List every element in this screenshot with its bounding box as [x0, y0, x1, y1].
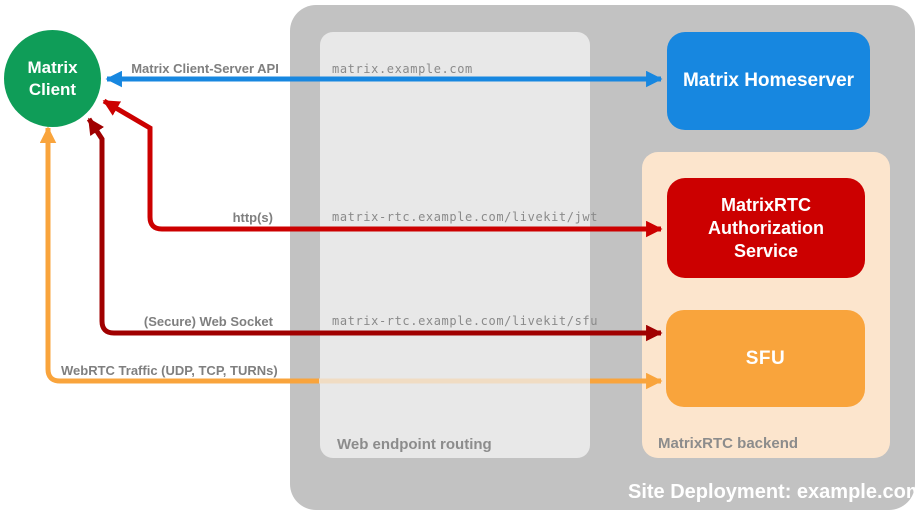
web-endpoint-routing-caption: Web endpoint routing: [337, 436, 492, 453]
sfu-node: SFU: [666, 310, 865, 407]
matrix-client-label-line2: Client: [28, 79, 77, 99]
matrix-homeserver-node: Matrix Homeserver: [667, 32, 870, 130]
webrtc-traffic-arrow-left: [39, 126, 319, 384]
webrtc-traffic-label: WebRTC Traffic (UDP, TCP, TURNs): [61, 363, 278, 378]
endpoint-livekit-sfu: matrix-rtc.example.com/livekit/sfu: [332, 314, 599, 328]
matrixrtc-authorization-service-label: MatrixRTC Authorization Service: [708, 194, 824, 261]
matrix-client-label-line1: Matrix: [27, 57, 78, 77]
websocket-label: (Secure) Web Socket: [143, 314, 273, 329]
site-deployment-title: Site Deployment: example.com: [628, 481, 921, 503]
endpoint-livekit-jwt: matrix-rtc.example.com/livekit/jwt: [332, 210, 599, 224]
sfu-label: SFU: [745, 347, 786, 369]
web-endpoint-routing-panel: [320, 32, 590, 458]
matrixrtc-backend-caption: MatrixRTC backend: [658, 435, 799, 452]
client-server-api-label: Matrix Client-Server API: [131, 61, 279, 76]
matrix-homeserver-label: Matrix Homeserver: [682, 70, 855, 91]
http-label: http(s): [232, 210, 273, 225]
endpoint-matrix-example-com: matrix.example.com: [332, 62, 473, 76]
matrixrtc-authorization-service-node: MatrixRTC Authorization Service: [667, 178, 865, 278]
matrix-client-node: Matrix Client: [4, 30, 101, 127]
